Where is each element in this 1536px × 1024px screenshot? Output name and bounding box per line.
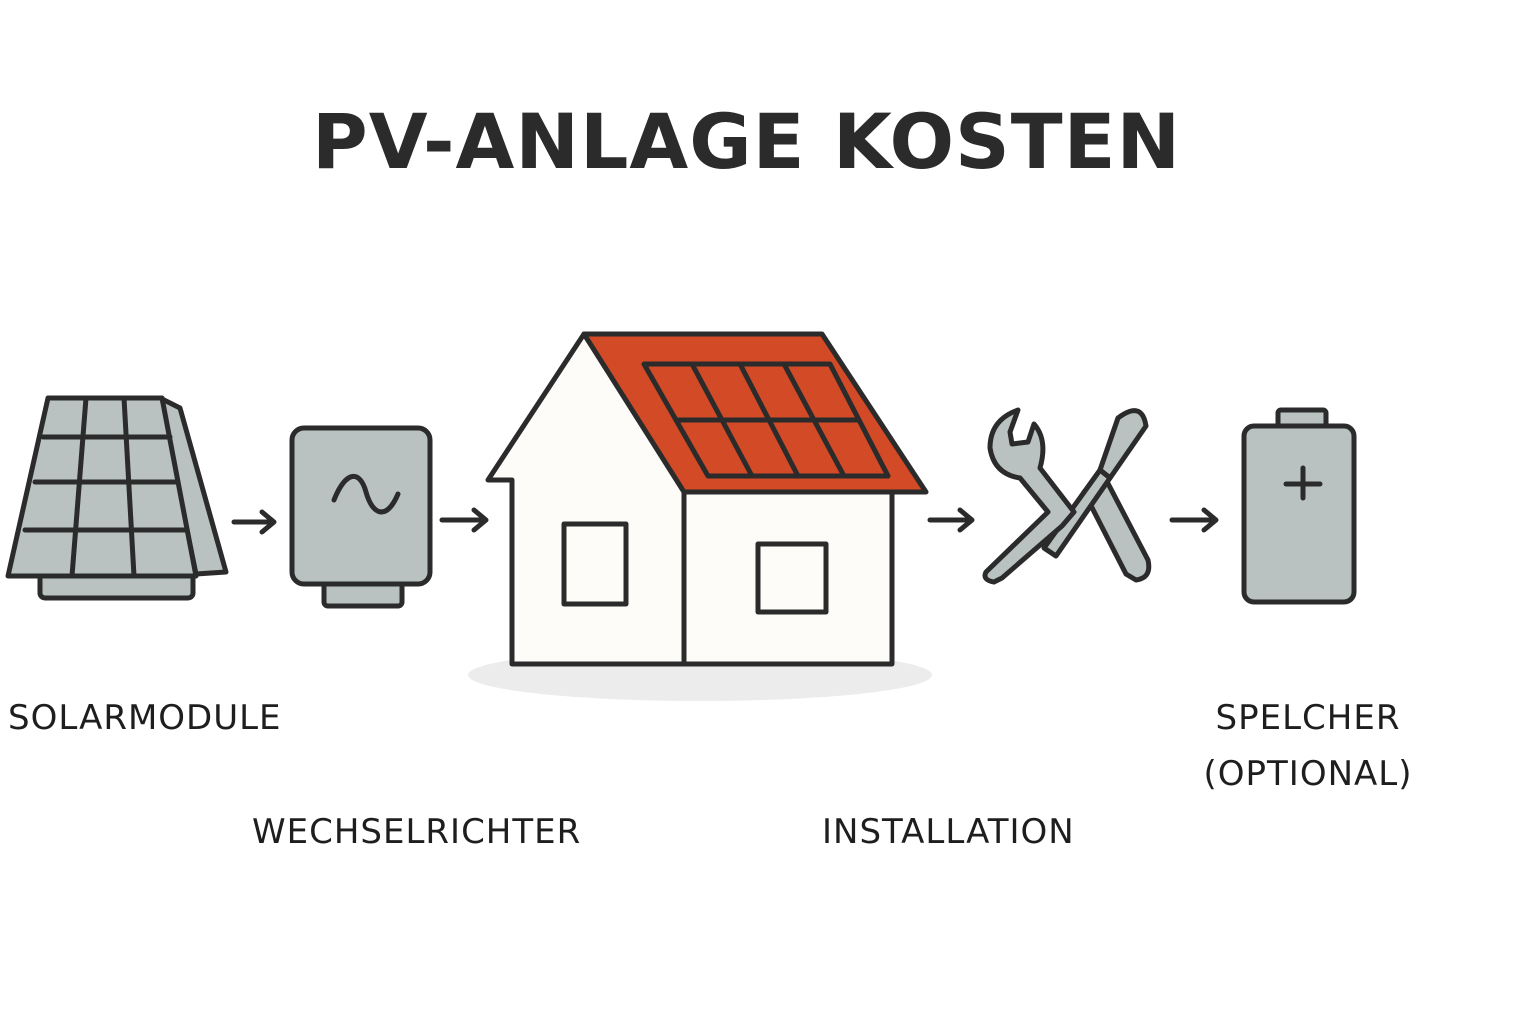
- step-label-speicher-line2: (OPTIONAL): [1203, 754, 1413, 795]
- arrow-icon: [439, 507, 489, 533]
- page-title: PV-ANLAGE KOSTEN: [312, 97, 1182, 186]
- wrench-screwdriver-icon: [982, 407, 1152, 585]
- step-label-speicher-line1: SPELCHER: [1215, 698, 1401, 738]
- step-label-installation: INSTALLATION: [822, 812, 1075, 852]
- battery-icon: [1241, 407, 1357, 605]
- solar-panel-icon: [5, 395, 229, 601]
- step-label-speicher: SPELCHER (OPTIONAL): [1196, 690, 1420, 802]
- house-with-solar-roof-icon: [468, 331, 932, 701]
- step-label-solarmodule: SOLARMODULE: [8, 698, 282, 738]
- step-label-wechselrichter: WECHSELRICHTER: [252, 812, 582, 852]
- arrow-icon: [1169, 507, 1219, 533]
- inverter-icon: [289, 425, 433, 609]
- arrow-icon: [231, 509, 277, 535]
- arrow-icon: [927, 507, 975, 533]
